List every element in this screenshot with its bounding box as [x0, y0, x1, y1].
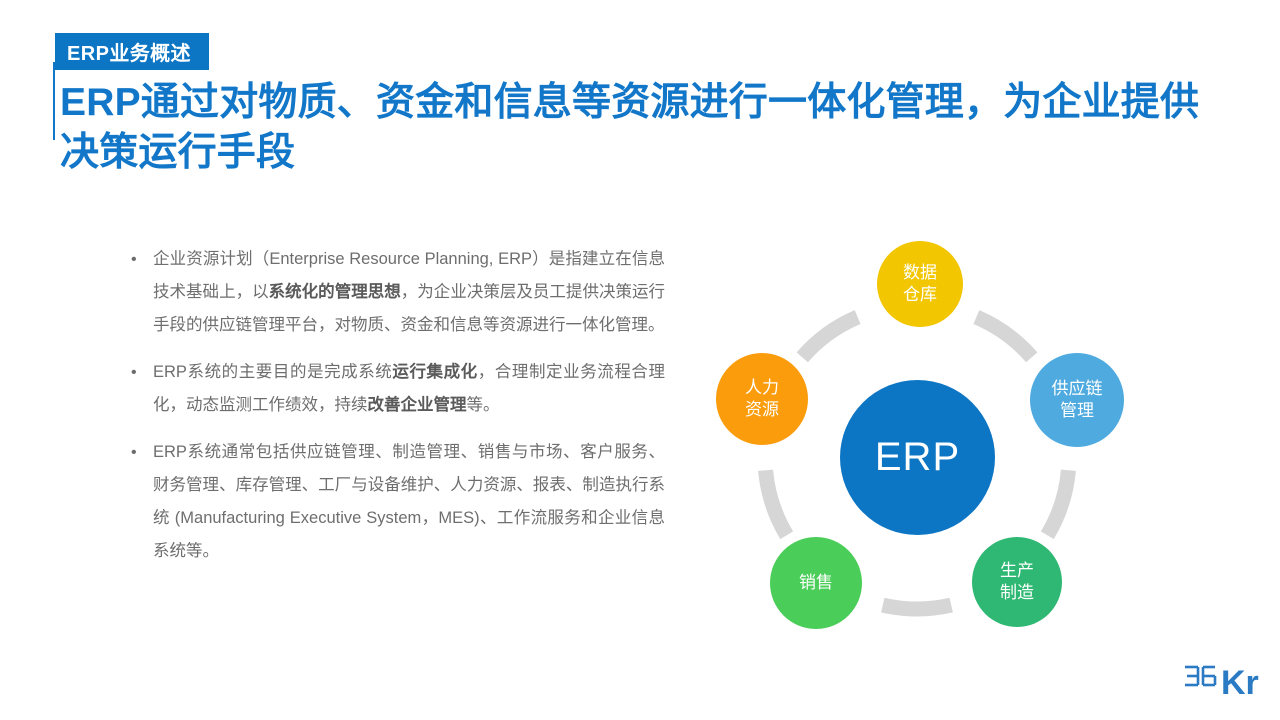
diagram-node-label: 数据 — [903, 262, 937, 282]
logo-word: Kr — [1221, 664, 1259, 698]
diagram-node-data-warehouse: 数据 仓库 — [877, 241, 963, 327]
bullet-text: ERP系统通常包括供应链管理、制造管理、销售与市场、客户服务、财务管理、库存管理… — [153, 443, 665, 560]
diagram-node-human-resources: 人力 资源 — [716, 353, 808, 445]
bullet-text: 企业资源计划（Enterprise Resource Planning, ERP… — [153, 250, 666, 334]
list-item: • 企业资源计划（Enterprise Resource Planning, E… — [125, 243, 665, 342]
bullet-list: • 企业资源计划（Enterprise Resource Planning, E… — [125, 243, 665, 582]
diagram-node-label: 资源 — [745, 400, 779, 419]
brand-logo-36kr: Kr — [1183, 662, 1261, 702]
diagram-node-center: ERP — [840, 380, 995, 535]
ring-segment — [881, 597, 953, 617]
ring-segment — [796, 310, 861, 363]
erp-circle-diagram: ERP 数据 仓库 供应链 管理 生产 制造 销售 人力 资源 — [690, 215, 1190, 685]
bullet-marker: • — [131, 251, 137, 268]
bullet-marker: • — [131, 364, 137, 381]
ring-segment — [758, 469, 794, 540]
diagram-node-production: 生产 制造 — [972, 537, 1062, 627]
bullet-marker: • — [131, 444, 137, 461]
ring-segment — [1040, 469, 1076, 540]
diagram-node-label: 仓库 — [903, 285, 937, 304]
section-badge-label: ERP业务概述 — [67, 43, 191, 65]
ring-segment — [973, 310, 1038, 363]
list-item: • ERP系统的主要目的是完成系统运行集成化，合理制定业务流程合理化，动态监测工… — [125, 356, 665, 422]
diagram-node-supply-chain: 供应链 管理 — [1030, 353, 1124, 447]
page-title: ERP通过对物质、资金和信息等资源进行一体化管理，为企业提供决策运行手段 — [60, 81, 1200, 174]
list-item: • ERP系统通常包括供应链管理、制造管理、销售与市场、客户服务、财务管理、库存… — [125, 436, 665, 568]
diagram-node-label: 管理 — [1060, 401, 1094, 420]
diagram-node-label: 销售 — [799, 572, 833, 592]
diagram-node-label: 供应链 — [1051, 378, 1103, 398]
diagram-node-label: 人力 — [745, 377, 779, 397]
diagram-node-center-label: ERP — [874, 435, 961, 480]
bullet-text: ERP系统的主要目的是完成系统运行集成化，合理制定业务流程合理化，动态监测工作绩… — [153, 363, 666, 414]
diagram-node-label: 制造 — [1000, 583, 1034, 602]
connector-ring — [758, 310, 1076, 617]
logo-icon: Kr — [1185, 664, 1259, 702]
diagram-node-label: 生产 — [1000, 560, 1034, 580]
title-accent-line — [53, 62, 55, 140]
slide-header: ERP业务概述 ERP通过对物质、资金和信息等资源进行一体化管理，为企业提供决策… — [0, 0, 1280, 200]
section-badge: ERP业务概述 — [55, 33, 209, 70]
diagram-node-sales: 销售 — [770, 537, 862, 629]
